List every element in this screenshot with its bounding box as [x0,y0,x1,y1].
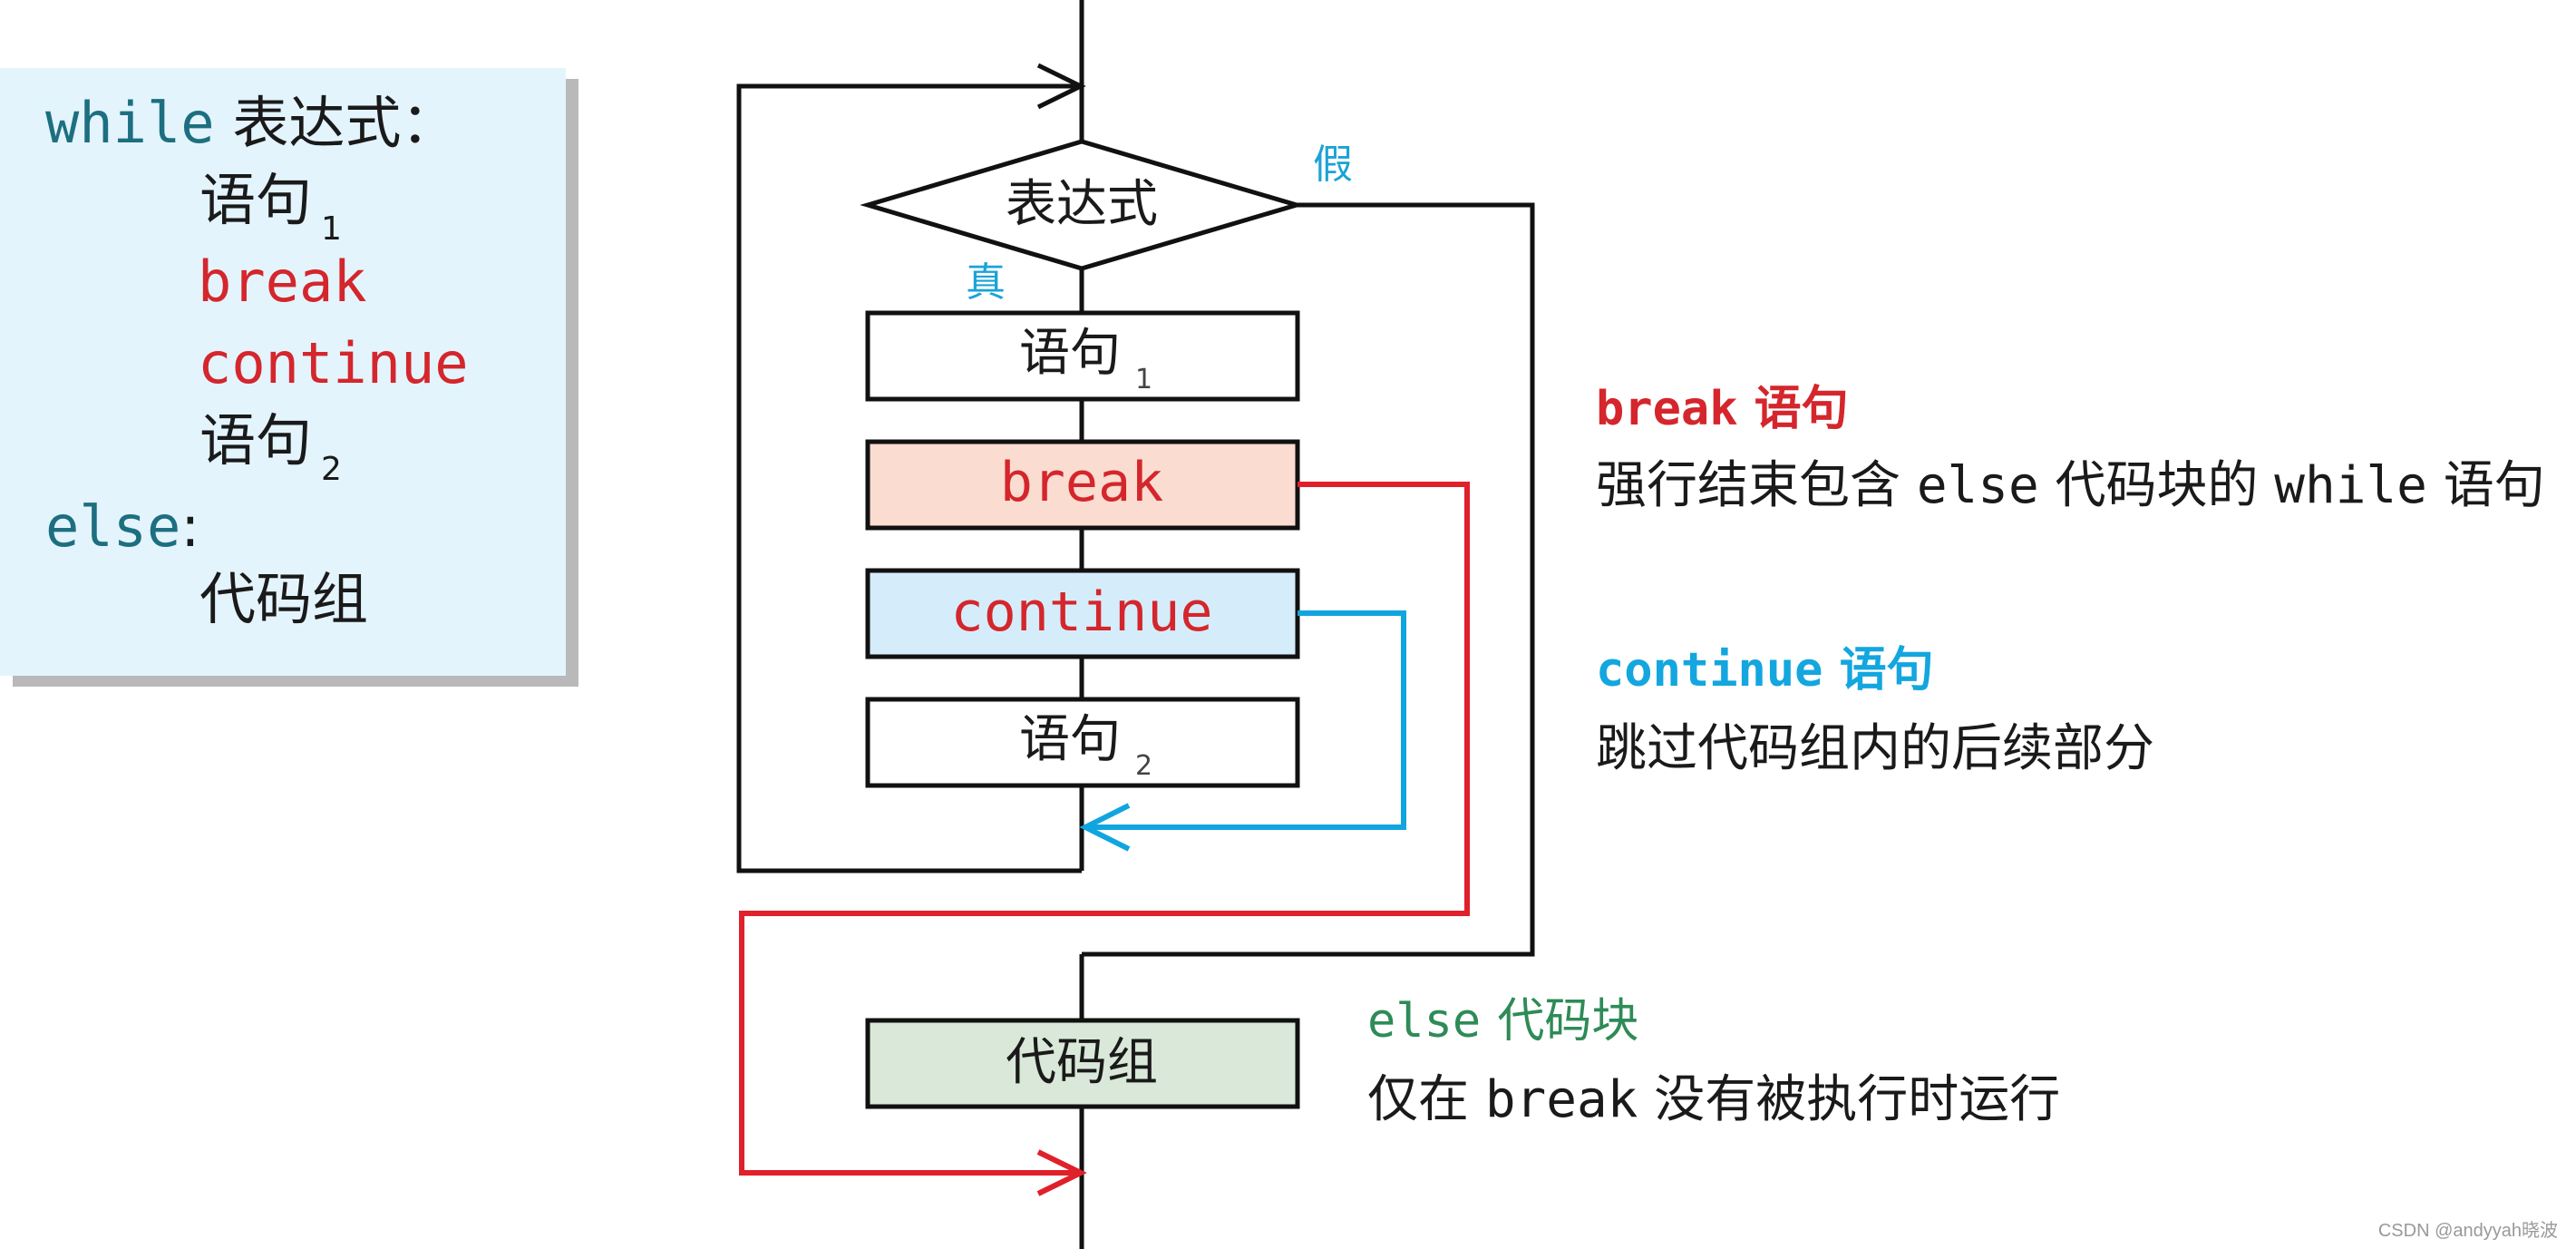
else-note-b: break [1484,1070,1638,1129]
break-path [739,482,1470,1176]
break-note-c: 代码块的 [2055,456,2259,515]
break-arrow [1036,1149,1087,1196]
code-line-break: break [198,249,367,315]
break-note-e: 语句 [2443,456,2545,515]
stmt1-box [865,310,1300,402]
while-condition: 表达式： [232,90,458,156]
else-block-box [865,1018,1300,1109]
stmt2-sub: 2 [321,451,342,488]
loop-back-line [736,83,1082,873]
while-keyword: while [45,90,215,156]
break-note-b: else [1916,456,2039,515]
false-label: 假 [1313,141,1353,188]
break-box [865,439,1300,531]
continue-arrow [1079,803,1131,852]
else-block-label: 代码组 [1006,1033,1158,1092]
stmt2-text: 语句 [199,407,313,473]
continue-note-keyword: continue [1596,643,1823,698]
continue-path [1088,610,1406,830]
stmt1-text: 语句 [199,167,313,233]
stmt2-sub: 2 [1135,750,1152,782]
stmt2-box [865,697,1300,788]
stmt2-label: 语句 [1019,710,1121,769]
stmt1-label: 语句 [1019,324,1121,383]
condition-label: 表达式 [1006,175,1158,234]
code-line-while: while 表达式： [45,95,457,151]
break-note-title: break 语句 [1596,385,1849,433]
break-note-rest: 语句 [1754,382,1849,436]
stmt1-sub: 1 [1135,364,1152,395]
break-note-keyword: break [1596,382,1738,436]
else-note-rest: 代码块 [1497,994,1639,1049]
false-branch-line [1082,202,1535,957]
else-colon: : [180,493,200,560]
code-line-block: 代码组 [199,566,369,632]
continue-note-title: continue 语句 [1596,647,1934,694]
else-keyword: else [45,493,181,560]
else-note-body: 仅在 break 没有被执行时运行 [1367,1075,2060,1126]
else-note-a: 仅在 [1367,1070,1469,1129]
code-line-else: else: [45,499,199,555]
else-note-keyword: else [1367,994,1482,1049]
continue-note-rest: 语句 [1839,643,1934,698]
continue-label: continue [951,581,1213,644]
loop-back-arrow [1036,63,1086,110]
else-note-c: 没有被执行时运行 [1654,1070,2061,1129]
code-line-continue: continue [198,330,469,396]
footer-watermark: CSDN @andyyah晓波 [2377,1221,2558,1241]
break-note-body: 强行结束包含 else 代码块的 while 语句 [1596,461,2545,512]
stmt1-sub: 1 [321,210,342,248]
break-label: break [1000,451,1164,514]
else-note-title: else 代码块 [1367,998,1638,1045]
continue-box [865,568,1300,659]
condition-diamond [860,139,1305,271]
break-note-d: while [2274,456,2427,515]
continue-note-body: 跳过代码组内的后续部分 [1596,719,2154,778]
true-label: 真 [966,259,1006,306]
break-note-a: 强行结束包含 [1596,456,1900,515]
